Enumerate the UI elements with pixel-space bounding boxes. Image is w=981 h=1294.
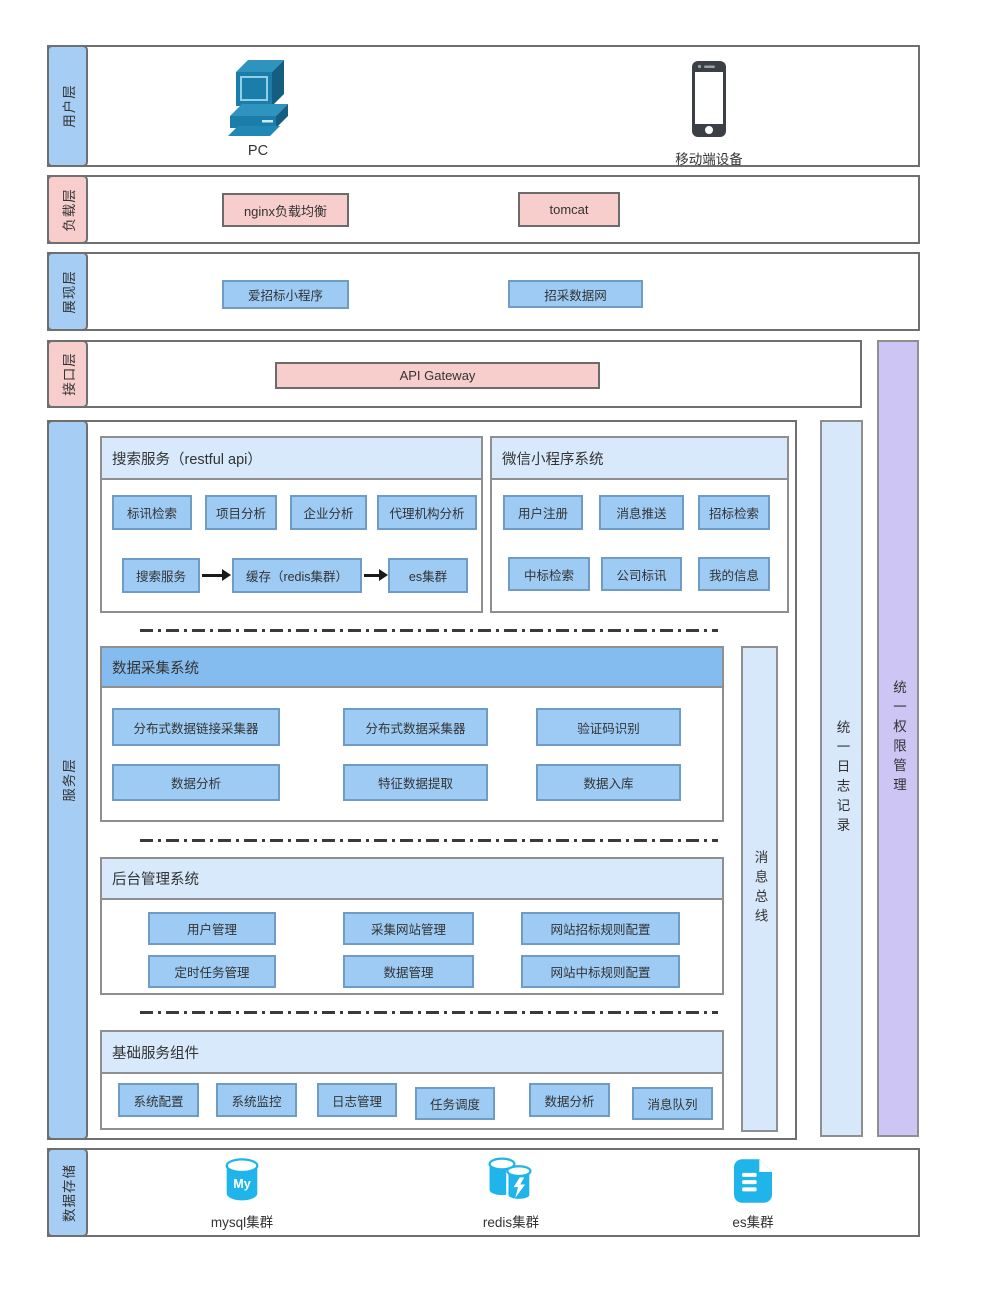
search-flow-box-3: es集群 — [388, 558, 468, 593]
base-box-6: 消息队列 — [632, 1087, 713, 1120]
admin-box-5: 数据管理 — [343, 955, 474, 988]
wechat-box-2: 消息推送 — [599, 495, 684, 530]
unified-auth-bar: 统一权限管理 — [877, 340, 919, 1137]
collect-box-3: 验证码识别 — [536, 708, 681, 746]
admin-box-2: 采集网站管理 — [343, 912, 474, 945]
wechat-box-1: 用户注册 — [503, 495, 583, 530]
base-box-4: 任务调度 — [415, 1087, 495, 1120]
user-layer-label-text: 用户层 — [61, 84, 77, 128]
admin-box-4: 定时任务管理 — [148, 955, 276, 988]
base-box-3: 日志管理 — [317, 1083, 397, 1117]
admin-box-3: 网站招标规则配置 — [521, 912, 680, 945]
unified-auth-bar-text: 统一权限管理 — [891, 680, 906, 797]
collect-box-5: 特征数据提取 — [343, 764, 488, 801]
storage-layer-label-text: 数据存储 — [61, 1163, 77, 1222]
base-box-5: 数据分析 — [529, 1083, 610, 1117]
search-flow-box-1: 搜索服务 — [122, 558, 200, 593]
wechat-box-6: 我的信息 — [698, 557, 770, 591]
redis-label: redis集群 — [482, 1215, 540, 1230]
mysql-label: mysql集群 — [210, 1215, 274, 1230]
load-layer-label: 负载层 — [47, 175, 88, 244]
message-bus-bar: 消息总线 — [741, 646, 778, 1132]
user-layer-label: 用户层 — [47, 45, 88, 167]
load-layer-label-text: 负载层 — [61, 187, 77, 232]
api-gateway-box: API Gateway — [275, 362, 600, 389]
mysql-icon: My — [224, 1157, 260, 1205]
base-box-1: 系统配置 — [118, 1083, 199, 1117]
mini-program-box: 爱招标小程序 — [222, 280, 349, 309]
collect-box-2: 分布式数据采集器 — [343, 708, 488, 746]
presentation-layer-label-text: 展现层 — [61, 269, 77, 314]
api-layer-label: 接口层 — [47, 340, 88, 408]
unified-log-bar: 统一日志记录 — [820, 420, 863, 1137]
unified-log-bar-text: 统一日志记录 — [834, 720, 850, 837]
user-layer-box — [47, 45, 920, 167]
search-box-3: 企业分析 — [290, 495, 367, 530]
nginx-box: nginx负载均衡 — [222, 193, 349, 227]
es-label: es集群 — [732, 1215, 774, 1230]
collect-box-6: 数据入库 — [536, 764, 681, 801]
presentation-layer-box — [47, 252, 920, 331]
presentation-layer-label: 展现层 — [47, 252, 88, 331]
svg-text:My: My — [233, 1177, 251, 1191]
es-icon — [734, 1159, 772, 1203]
wechat-box-3: 招标检索 — [698, 495, 770, 530]
collect-box-1: 分布式数据链接采集器 — [112, 708, 280, 746]
base-components-section: 基础服务组件 — [100, 1030, 724, 1130]
storage-layer-label: 数据存储 — [47, 1148, 88, 1237]
search-flow-box-2: 缓存（redis集群） — [232, 558, 362, 593]
admin-box-1: 用户管理 — [148, 912, 276, 945]
redis-icon — [486, 1156, 534, 1204]
mobile-icon — [691, 60, 727, 138]
pc-label: PC — [247, 143, 269, 159]
divider-3 — [140, 1011, 718, 1014]
divider-1 — [140, 629, 718, 632]
admin-box-6: 网站中标规则配置 — [521, 955, 680, 988]
admin-header: 后台管理系统 — [102, 859, 722, 900]
pc-icon — [222, 58, 294, 138]
base-box-2: 系统监控 — [216, 1083, 297, 1117]
wechat-header: 微信小程序系统 — [492, 438, 787, 480]
collect-box-4: 数据分析 — [112, 764, 280, 801]
search-box-2: 项目分析 — [205, 495, 277, 530]
search-box-4: 代理机构分析 — [377, 495, 477, 530]
load-layer-box — [47, 175, 920, 244]
service-layer-label-text: 服务层 — [61, 758, 77, 802]
storage-layer-box — [47, 1148, 920, 1237]
data-site-box: 招采数据网 — [508, 280, 643, 308]
wechat-box-5: 公司标讯 — [601, 557, 682, 591]
base-components-header: 基础服务组件 — [102, 1032, 722, 1074]
wechat-box-4: 中标检索 — [508, 557, 590, 591]
data-collect-header: 数据采集系统 — [102, 648, 722, 688]
search-box-1: 标讯检索 — [112, 495, 192, 530]
mobile-label: 移动端设备 — [675, 152, 743, 167]
flow-arrow-1 — [202, 569, 231, 580]
divider-2 — [140, 839, 718, 842]
flow-arrow-2 — [364, 569, 388, 580]
api-layer-label-text: 接口层 — [61, 352, 77, 396]
message-bus-bar-text: 消息总线 — [752, 850, 768, 928]
search-service-header: 搜索服务（restful api） — [102, 438, 481, 480]
service-layer-label: 服务层 — [47, 420, 88, 1140]
tomcat-box: tomcat — [518, 192, 620, 227]
